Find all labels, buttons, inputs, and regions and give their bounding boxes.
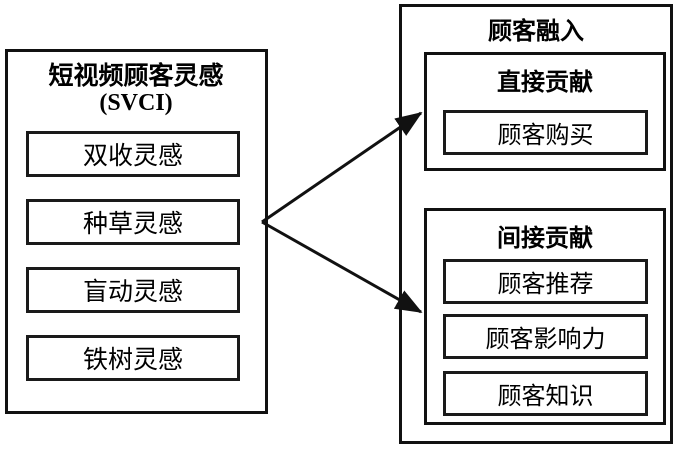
- direct-contribution-item-box-0[interactable]: 顾客购买: [443, 110, 648, 155]
- svci-item-label-1: 种草灵感: [82, 211, 183, 238]
- indirect-contribution-item-label-2: 顾客知识: [497, 384, 594, 410]
- svci-item-box-1[interactable]: 种草灵感: [26, 199, 240, 245]
- indirect-contribution-item-label-1: 顾客影响力: [485, 327, 606, 353]
- svci-to-indirect-contribution: [261, 220, 423, 314]
- svci-item-box-0[interactable]: 双收灵感: [26, 131, 240, 177]
- svci-to-direct-contribution: [261, 111, 423, 224]
- indirect-contribution-title: 间接贡献: [497, 223, 593, 252]
- svci-title-cn: 短视频顾客灵感: [48, 60, 224, 90]
- svci-item-label-0: 双收灵感: [82, 143, 183, 170]
- indirect-contribution-item-box-1[interactable]: 顾客影响力: [443, 314, 648, 359]
- svci-item-box-2[interactable]: 盲动灵感: [26, 267, 240, 313]
- indirect-contribution-item-box-2[interactable]: 顾客知识: [443, 371, 648, 416]
- indirect-contribution-item-box-0[interactable]: 顾客推荐: [443, 259, 648, 304]
- svci-item-label-2: 盲动灵感: [82, 279, 183, 306]
- direct-contribution-title: 直接贡献: [497, 67, 593, 96]
- direct-contribution-item-label-0: 顾客购买: [497, 123, 594, 149]
- svci-item-box-3[interactable]: 铁树灵感: [26, 335, 240, 381]
- svci-title: 短视频顾客灵感 (SVCI): [12, 56, 260, 122]
- svci-title-en: (SVCI): [99, 89, 173, 116]
- customer-engagement-title: 顾客融入: [488, 16, 584, 45]
- svci-item-label-3: 铁树灵感: [82, 347, 183, 374]
- indirect-contribution-item-label-0: 顾客推荐: [497, 272, 594, 298]
